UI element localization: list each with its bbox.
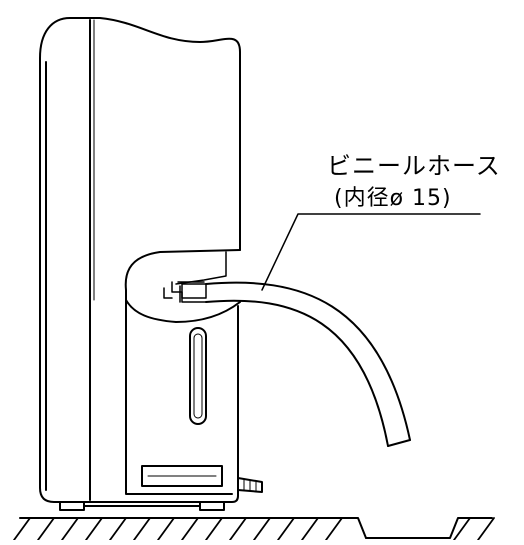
- floor-line: [19, 517, 367, 539]
- appliance-feet: [59, 501, 225, 511]
- appliance-top-lid: [69, 17, 241, 251]
- appliance-upper-body: [39, 17, 239, 503]
- handle-recess-upper: [124, 249, 241, 301]
- tank-handle-slot: [141, 465, 223, 487]
- hose-label: ビニールホース: [327, 152, 501, 180]
- hose-spec-label: (内径ø 15): [334, 186, 452, 211]
- water-level-window: [189, 327, 207, 425]
- vinyl-hose-end: [387, 439, 411, 447]
- water-tank: [125, 299, 239, 495]
- handle-recess-lower: [125, 299, 241, 323]
- vinyl-hose-inner: [205, 299, 389, 447]
- vinyl-hose-outer: [205, 281, 411, 441]
- drain-nozzle: [163, 281, 207, 303]
- leader-line: [261, 213, 481, 291]
- floor-hatching: [13, 517, 495, 541]
